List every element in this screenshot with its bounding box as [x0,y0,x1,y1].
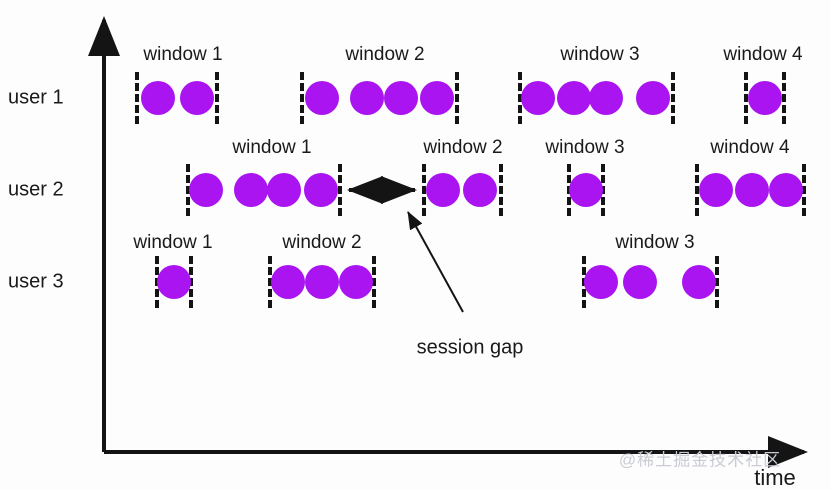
user-label-2: user 2 [8,178,64,201]
window-label: window 2 [423,137,503,158]
user-label-3: user 3 [8,270,64,293]
event-dot [682,265,716,299]
event-dot [557,81,591,115]
session-gap-label: session gap [416,336,524,359]
user-label-1: user 1 [8,86,64,109]
window-bracket [422,164,503,216]
event-dot [384,81,418,115]
window-label: window 2 [345,44,425,65]
event-dot [339,265,373,299]
event-dot [305,81,339,115]
event-dot [141,81,175,115]
event-dot [267,173,301,207]
window-label: window 3 [560,44,640,65]
window-label: window 3 [615,232,695,253]
event-dot [234,173,268,207]
event-dot [735,173,769,207]
event-dot [636,81,670,115]
event-dot [350,81,384,115]
window-label: window 1 [143,44,223,65]
event-dot [426,173,460,207]
window-label: window 1 [133,232,213,253]
event-dot [748,81,782,115]
event-dot [584,265,618,299]
window-bracket [300,72,459,124]
window-label: window 1 [232,137,312,158]
window-bracket [186,164,342,216]
window-label: window 3 [545,137,625,158]
event-dot [305,265,339,299]
event-dot [521,81,555,115]
window-bracket [744,72,786,124]
event-dot [180,81,214,115]
event-dot [157,265,191,299]
event-dot [769,173,803,207]
window-label: window 2 [282,232,362,253]
event-dot [189,173,223,207]
watermark-text: @稀土掘金技术社区 [618,450,782,470]
window-bracket [695,164,806,216]
event-dot [699,173,733,207]
window-bracket [518,72,675,124]
window-bracket [135,72,219,124]
window-label: window 4 [710,137,790,158]
event-dot [304,173,338,207]
event-dot [623,265,657,299]
event-dot [420,81,454,115]
x-axis-label: time [754,465,796,490]
event-dot [463,173,497,207]
event-dot [569,173,603,207]
window-label: window 4 [723,44,803,65]
event-dot [589,81,623,115]
event-dot [271,265,305,299]
window-bracket [268,256,376,308]
